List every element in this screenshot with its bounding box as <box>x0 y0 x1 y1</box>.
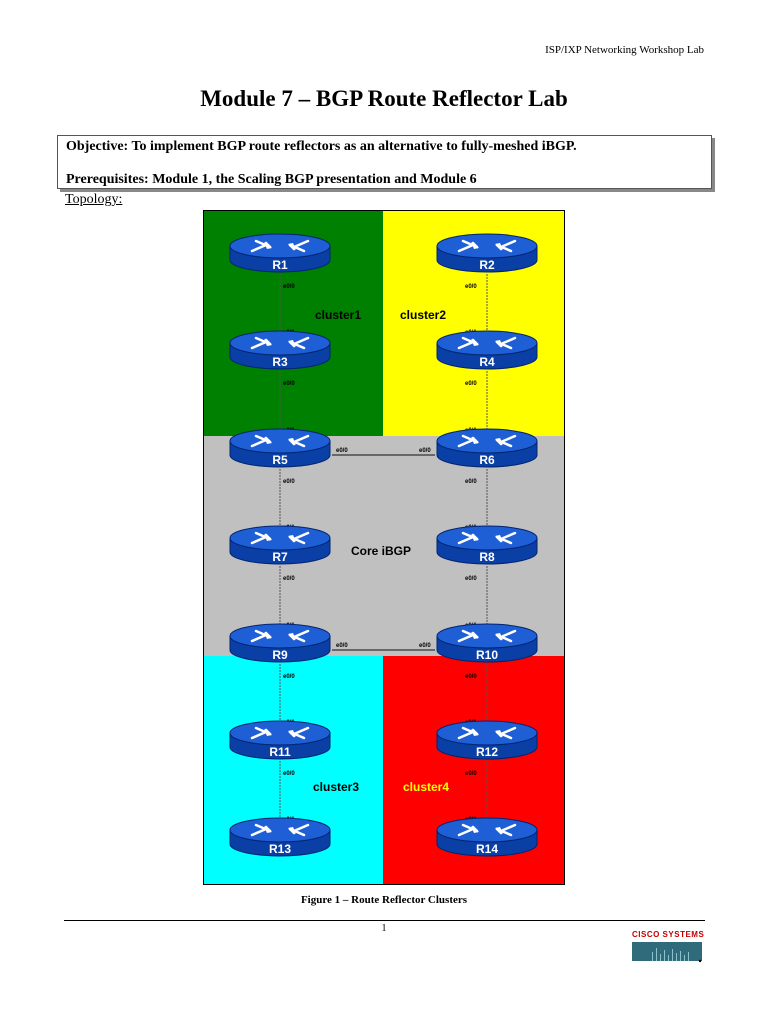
router-r4: R4 <box>436 330 538 370</box>
router-r9: R9 <box>229 623 331 663</box>
router-label: R13 <box>269 842 291 856</box>
router-label: R7 <box>272 550 288 564</box>
router-r3: R3 <box>229 330 331 370</box>
cisco-logo: Cisco Systems <box>632 930 704 963</box>
diagram-border <box>203 210 565 885</box>
interface-label: e0/0 <box>283 674 295 680</box>
region-label-cluster3: cluster3 <box>313 780 359 794</box>
router-r12: R12 <box>436 720 538 760</box>
interface-label: e0/0 <box>465 479 477 485</box>
router-r2: R2 <box>436 233 538 273</box>
interface-label: e0/0 <box>419 643 431 649</box>
figure-caption: Figure 1 – Route Reflector Clusters <box>300 894 468 906</box>
router-r5: R5 <box>229 428 331 468</box>
interface-label: e0/0 <box>336 643 348 649</box>
router-label: R6 <box>479 453 495 467</box>
region-label-cluster1: cluster1 <box>315 308 361 322</box>
interface-label: e0/0 <box>465 284 477 290</box>
router-r14: R14 <box>436 817 538 857</box>
interface-label: e0/0 <box>419 448 431 454</box>
router-r13: R13 <box>229 817 331 857</box>
router-label: R8 <box>479 550 495 564</box>
router-label: R11 <box>269 745 291 759</box>
topology-label: Topology: <box>65 192 123 207</box>
router-label: R3 <box>272 355 288 369</box>
region-label-cluster2: cluster2 <box>400 308 446 322</box>
prerequisites-text: Prerequisites: Module 1, the Scaling BGP… <box>66 172 477 187</box>
router-label: R2 <box>479 258 495 272</box>
router-r10: R10 <box>436 623 538 663</box>
page-number: 1 <box>381 923 387 934</box>
interface-label: e0/0 <box>336 448 348 454</box>
page-title: Module 7 – BGP Route Reflector Lab <box>200 86 568 111</box>
objective-text: Objective: To implement BGP route reflec… <box>66 139 577 154</box>
interface-label: e0/0 <box>283 479 295 485</box>
interface-label: e0/0 <box>283 284 295 290</box>
interface-label: e0/0 <box>465 381 477 387</box>
interface-label: e0/0 <box>283 381 295 387</box>
router-label: R10 <box>476 648 498 662</box>
router-label: R4 <box>479 355 495 369</box>
router-label: R9 <box>272 648 288 662</box>
interface-label: e0/0 <box>465 771 477 777</box>
router-r8: R8 <box>436 525 538 565</box>
router-label: R5 <box>272 453 288 467</box>
router-r1: R1 <box>229 233 331 273</box>
header-right: ISP/IXP Networking Workshop Lab <box>545 44 704 56</box>
interface-label: e0/0 <box>465 576 477 582</box>
objective-box: Objective: To implement BGP route reflec… <box>57 135 712 189</box>
router-label: R1 <box>272 258 288 272</box>
region-label-cluster4: cluster4 <box>403 780 449 794</box>
router-r11: R11 <box>229 720 331 760</box>
router-r7: R7 <box>229 525 331 565</box>
topology-diagram: e0/0e0/1e0/0e0/1e0/0e0/1e0/0e0/1e0/0e0/1… <box>203 210 565 885</box>
footer-rule <box>64 920 705 921</box>
router-label: R12 <box>476 745 498 759</box>
svg-text:Cisco Systems: Cisco Systems <box>632 930 704 939</box>
interface-label: e0/0 <box>283 576 295 582</box>
router-r6: R6 <box>436 428 538 468</box>
router-label: R14 <box>476 842 498 856</box>
interface-label: e0/0 <box>465 674 477 680</box>
interface-label: e0/0 <box>283 771 295 777</box>
region-label-core: Core iBGP <box>351 544 411 558</box>
